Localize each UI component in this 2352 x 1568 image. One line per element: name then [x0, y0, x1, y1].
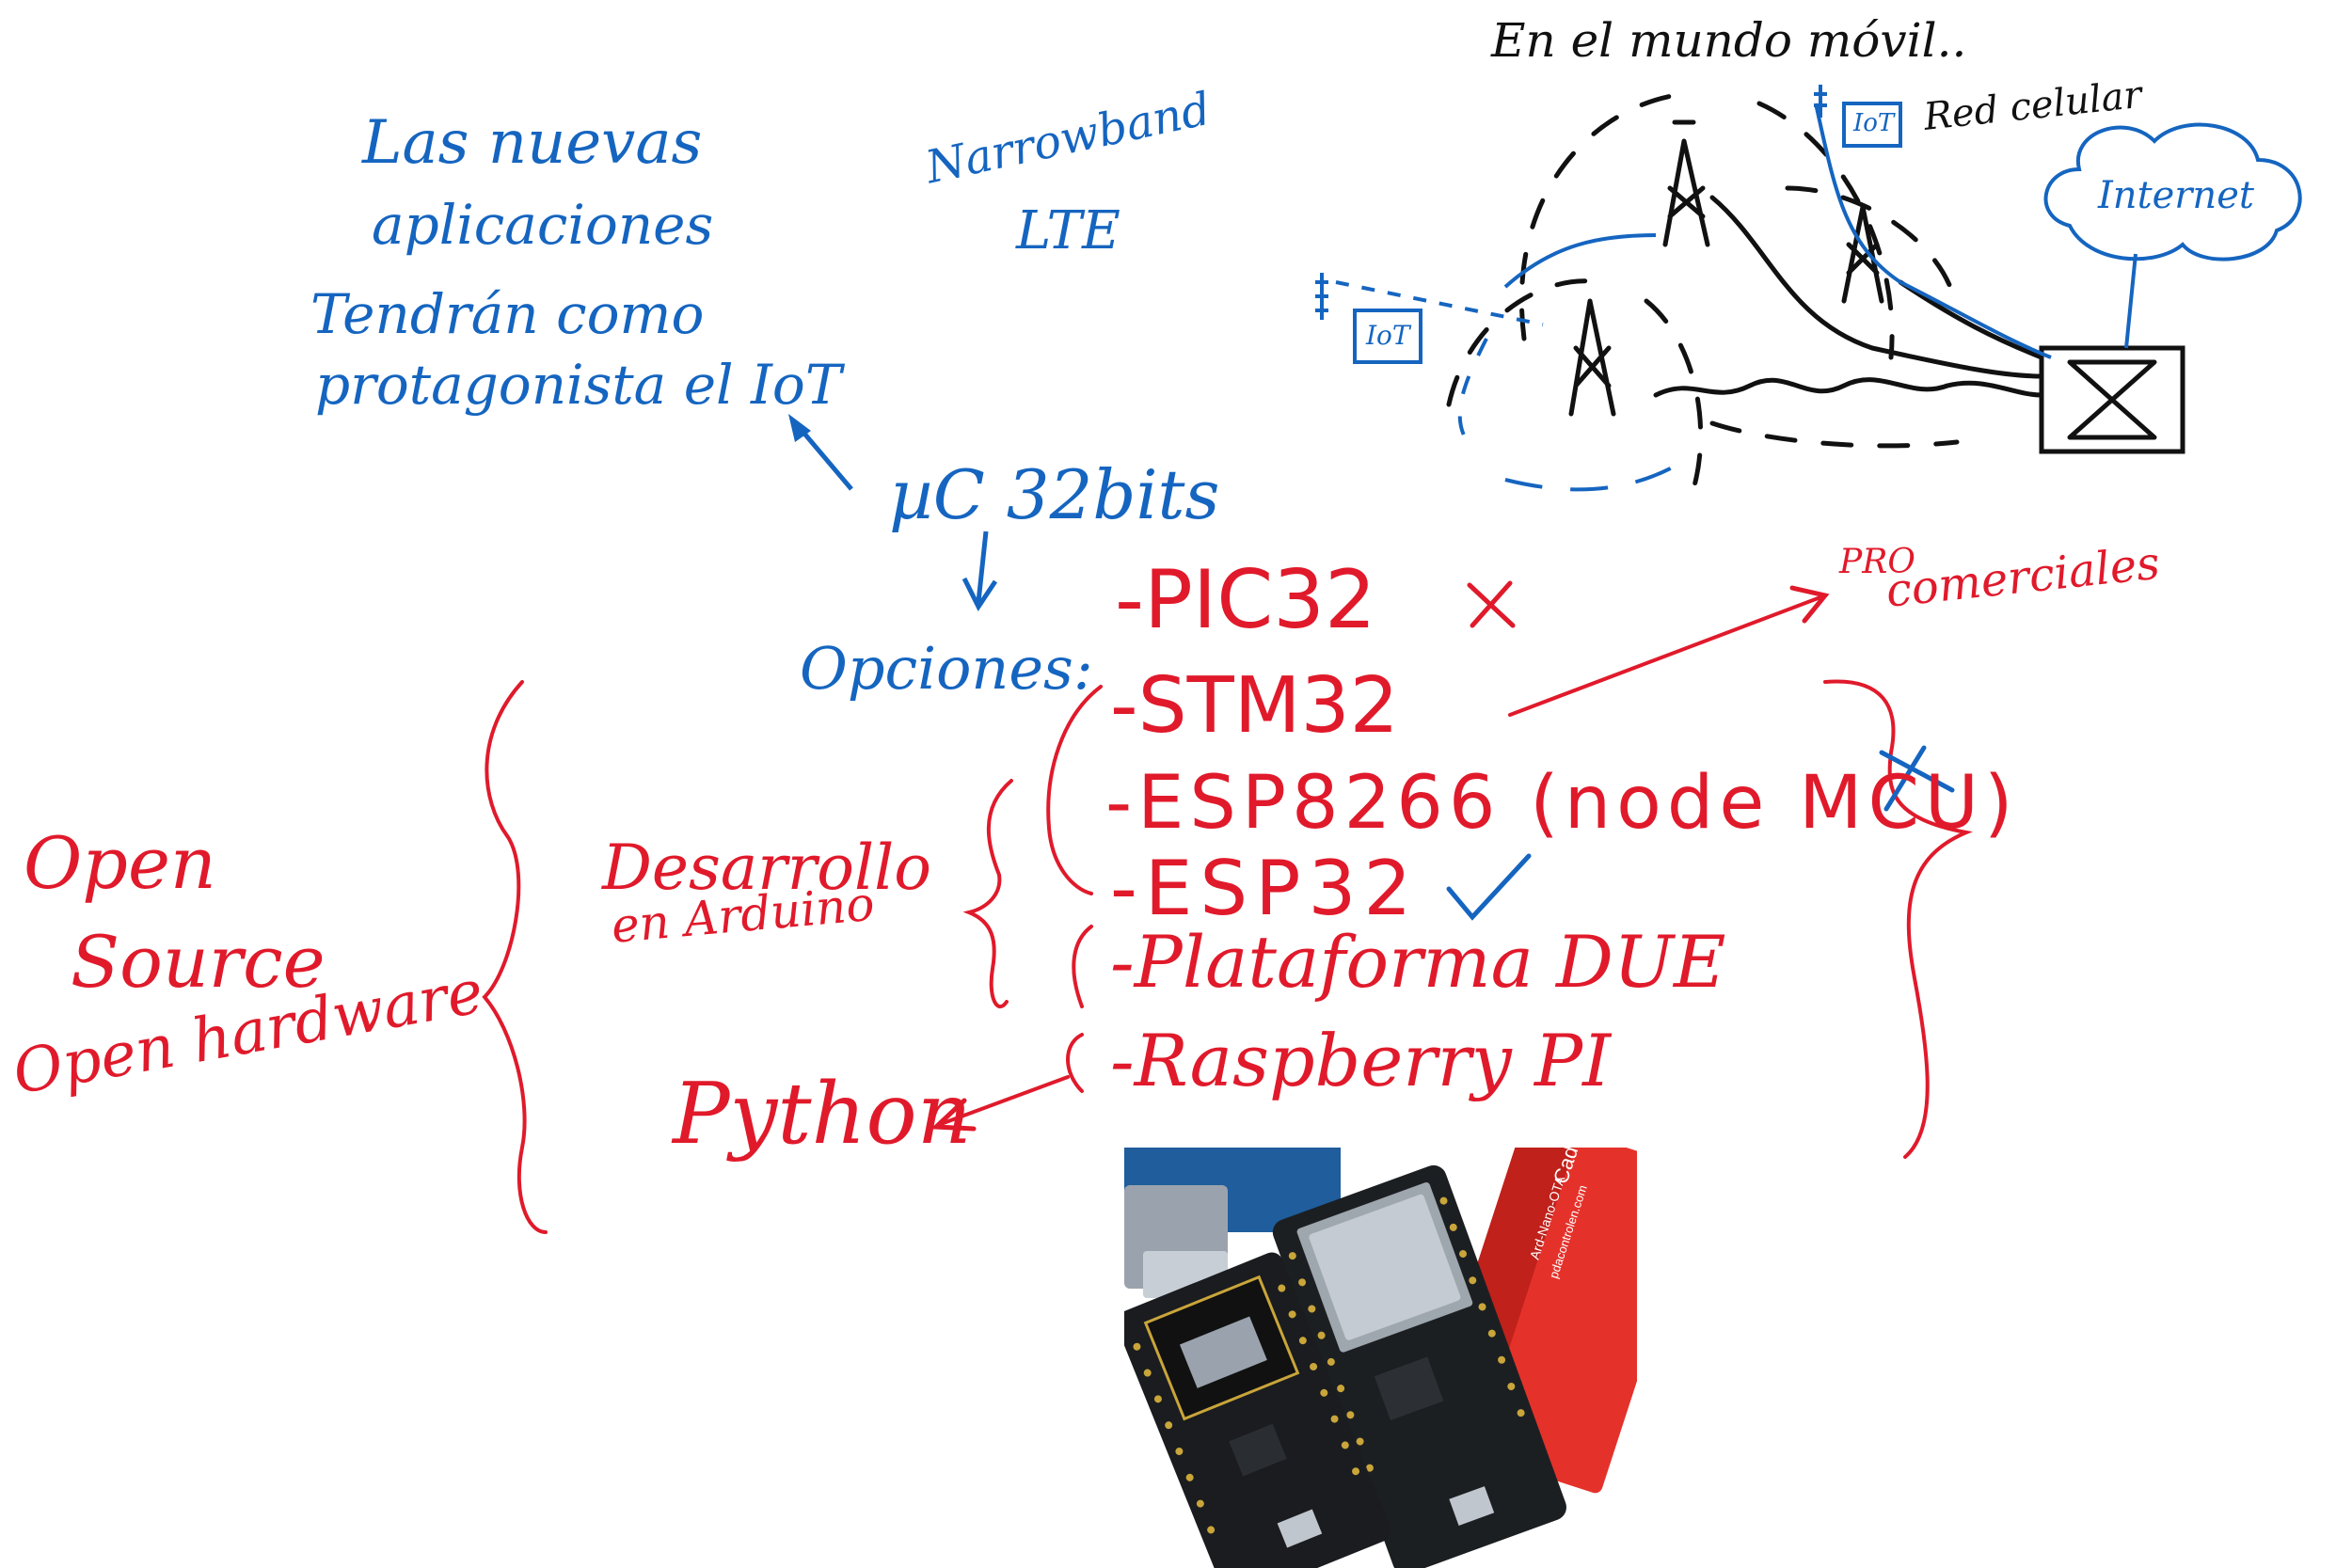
diagram-iot-top: IoT — [1853, 109, 1895, 137]
mobile-network-links — [1315, 85, 2302, 492]
arrow-mc-down — [976, 531, 989, 603]
option-esp8266: -ESP8266 (node MCU) — [1105, 761, 2019, 846]
note-source: Source — [71, 920, 326, 1004]
note-aplicaciones: aplicaciones — [372, 193, 714, 257]
arrow-mc-to-iot-head — [788, 414, 811, 442]
note-las-nuevas: Las nuevas — [362, 108, 703, 178]
option-esp32: -ESP32 — [1110, 845, 1420, 932]
note-desarrollo: Desarrollo — [602, 832, 931, 904]
esp8266-board — [1124, 1252, 1391, 1568]
note-protagonista-iot: protagonista el IoT — [315, 353, 842, 417]
blue-marks — [1446, 745, 1955, 921]
note-pro: PRO — [1839, 543, 1915, 581]
internet-cloud — [2043, 122, 2302, 261]
note-python: Python — [673, 1065, 972, 1164]
esp8266-blue-cross — [1879, 745, 1955, 812]
esp32-board — [1272, 1164, 1566, 1568]
option-plataforma-due: -Plataforma DUE — [1110, 920, 1726, 1004]
dev-boards-photo: Cad Ard-Nano-OTA pdacontrolen.com — [1124, 1148, 1637, 1568]
note-tendran-como: Tendrán como — [310, 282, 705, 346]
option-stm32: -STM32 — [1110, 661, 1399, 751]
esp32-check — [1446, 853, 1532, 921]
mobile-network-sketch — [1446, 91, 2185, 492]
dev-boards-illustration: Cad Ard-Nano-OTA pdacontrolen.com — [1124, 1148, 1637, 1568]
arrow-mc-to-iot — [798, 426, 853, 491]
note-mc-32bits: µC 32bits — [889, 455, 1220, 534]
arrow-mc-down-head — [961, 577, 998, 611]
note-lte: LTE — [1016, 200, 1120, 261]
note-open: Open — [24, 821, 216, 905]
note-opciones: Opciones: — [800, 634, 1093, 703]
option-raspberry-pi: -Raspberry PI — [1110, 1019, 1612, 1102]
diagram-internet: Internet — [2098, 174, 2254, 217]
red-strokes — [482, 580, 1973, 1234]
diagram-title: En el mundo móvil.. — [1491, 13, 1967, 68]
option-pic32: -PIC32 — [1115, 553, 1376, 647]
diagram-iot-left: IoT — [1366, 320, 1410, 351]
